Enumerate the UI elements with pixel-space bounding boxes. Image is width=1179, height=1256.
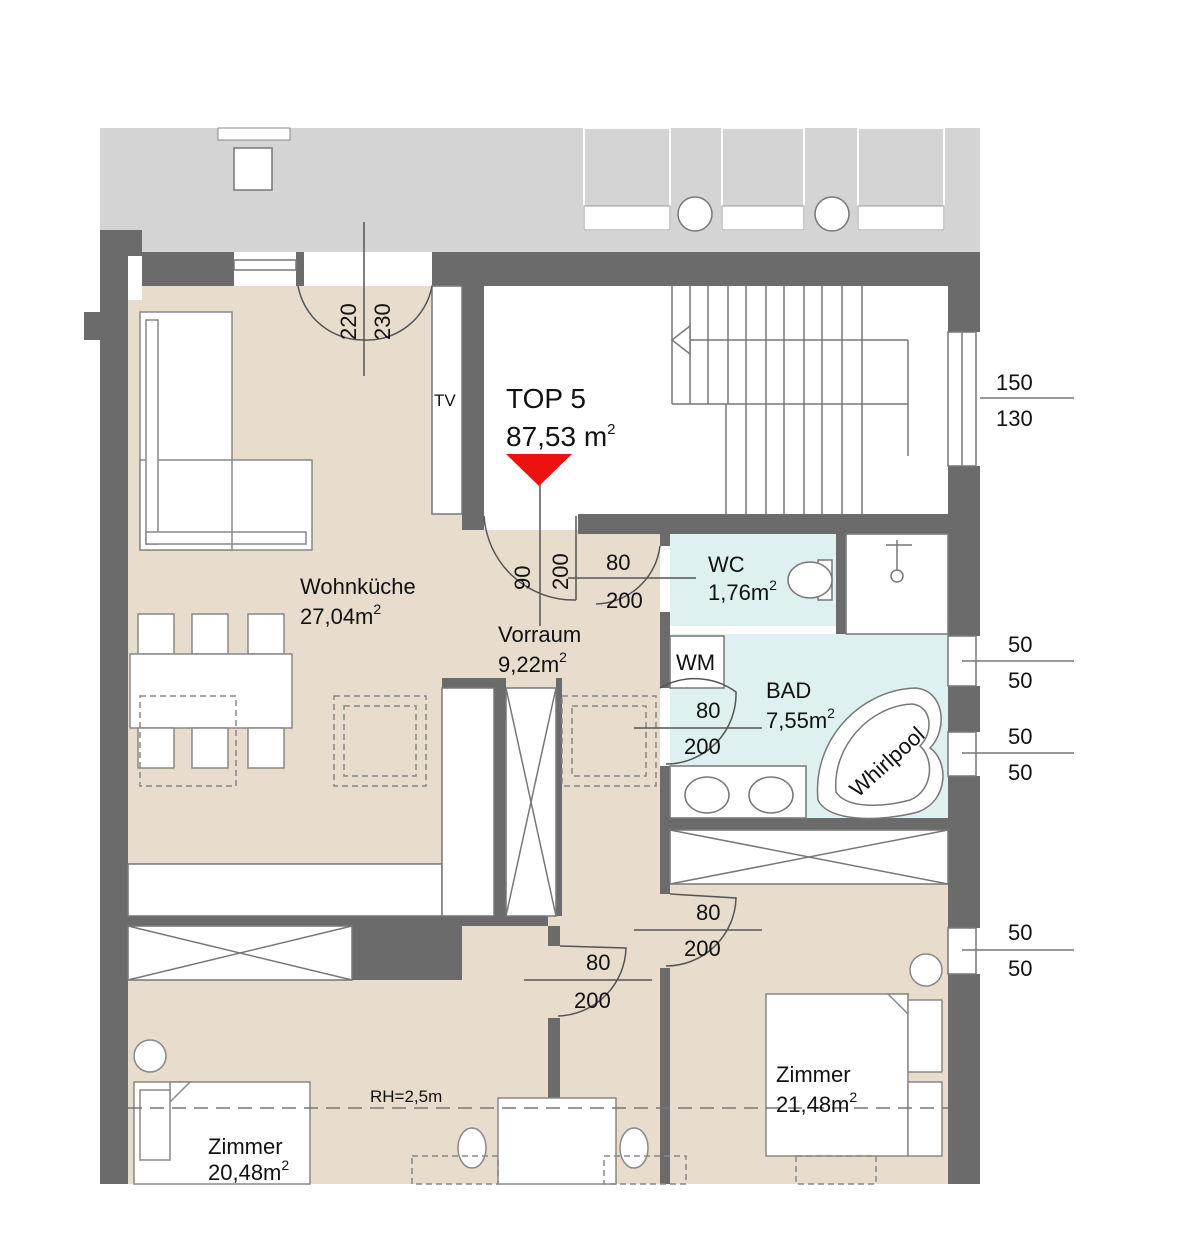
door-dim-width: 90	[510, 566, 535, 590]
unit-area: 87,53 m2	[506, 421, 616, 452]
tv-label: TV	[434, 391, 456, 410]
shower	[886, 540, 912, 583]
window-dim-bottom: 50	[1008, 668, 1032, 693]
room-area-wc: 1,76m2	[708, 577, 777, 605]
window-dim-bottom: 130	[996, 406, 1033, 431]
door-dim-height: 230	[370, 303, 395, 340]
room-area-wohnkueche: 27,04m2	[300, 601, 381, 629]
beds	[133, 953, 943, 1185]
exterior-area	[100, 127, 980, 252]
unit-label: TOP 5	[506, 383, 586, 414]
window-dim-top: 50	[1008, 632, 1032, 657]
sofa	[139, 311, 313, 551]
door-dim-width: 80	[696, 698, 720, 723]
door-dim-width: 80	[606, 550, 630, 575]
room-name-vorraum: Vorraum	[498, 622, 581, 647]
room-area-bad: 7,55m2	[766, 705, 835, 733]
door-dim-height: 200	[548, 553, 573, 590]
dining-table	[129, 613, 657, 787]
door-dim-width: 80	[696, 900, 720, 925]
staircase	[670, 286, 909, 514]
entrance-marker	[506, 454, 572, 486]
room-name-zimmer-left: Zimmer	[208, 1134, 283, 1159]
walls	[84, 230, 980, 1184]
wm-label: WM	[676, 650, 715, 675]
door-dim-height: 200	[684, 734, 721, 759]
room-area-vorraum: 9,22m2	[498, 649, 567, 677]
windows	[233, 259, 1074, 975]
door-dim-height: 200	[606, 588, 643, 613]
doors	[128, 222, 948, 1109]
window-dim-top: 50	[1008, 724, 1032, 749]
window-dim-top: 150	[996, 370, 1033, 395]
window-dim-bottom: 50	[1008, 760, 1032, 785]
room-name-bad: BAD	[766, 678, 811, 703]
room-name-wohnkueche: Wohnküche	[300, 574, 416, 599]
whirlpool	[816, 687, 944, 820]
room-area-zimmer-right: 21,48m2	[776, 1089, 857, 1117]
window-dim-top: 50	[1008, 920, 1032, 945]
room-area-zimmer-left: 20,48m2	[208, 1157, 289, 1185]
height-note: RH=2,5m	[370, 1087, 442, 1106]
labels: TOP 5 87,53 m2 TV WM Whirlpool RH=2,5m W…	[208, 303, 1033, 1185]
room-name-wc: WC	[708, 552, 745, 577]
door-dim-height: 200	[574, 988, 611, 1013]
toilet	[787, 559, 833, 601]
door-dim-width: 80	[586, 950, 610, 975]
door-dim-height: 200	[684, 936, 721, 961]
door-dim-width: 220	[336, 303, 361, 340]
room-name-zimmer-right: Zimmer	[776, 1062, 851, 1087]
window-dim-bottom: 50	[1008, 956, 1032, 981]
